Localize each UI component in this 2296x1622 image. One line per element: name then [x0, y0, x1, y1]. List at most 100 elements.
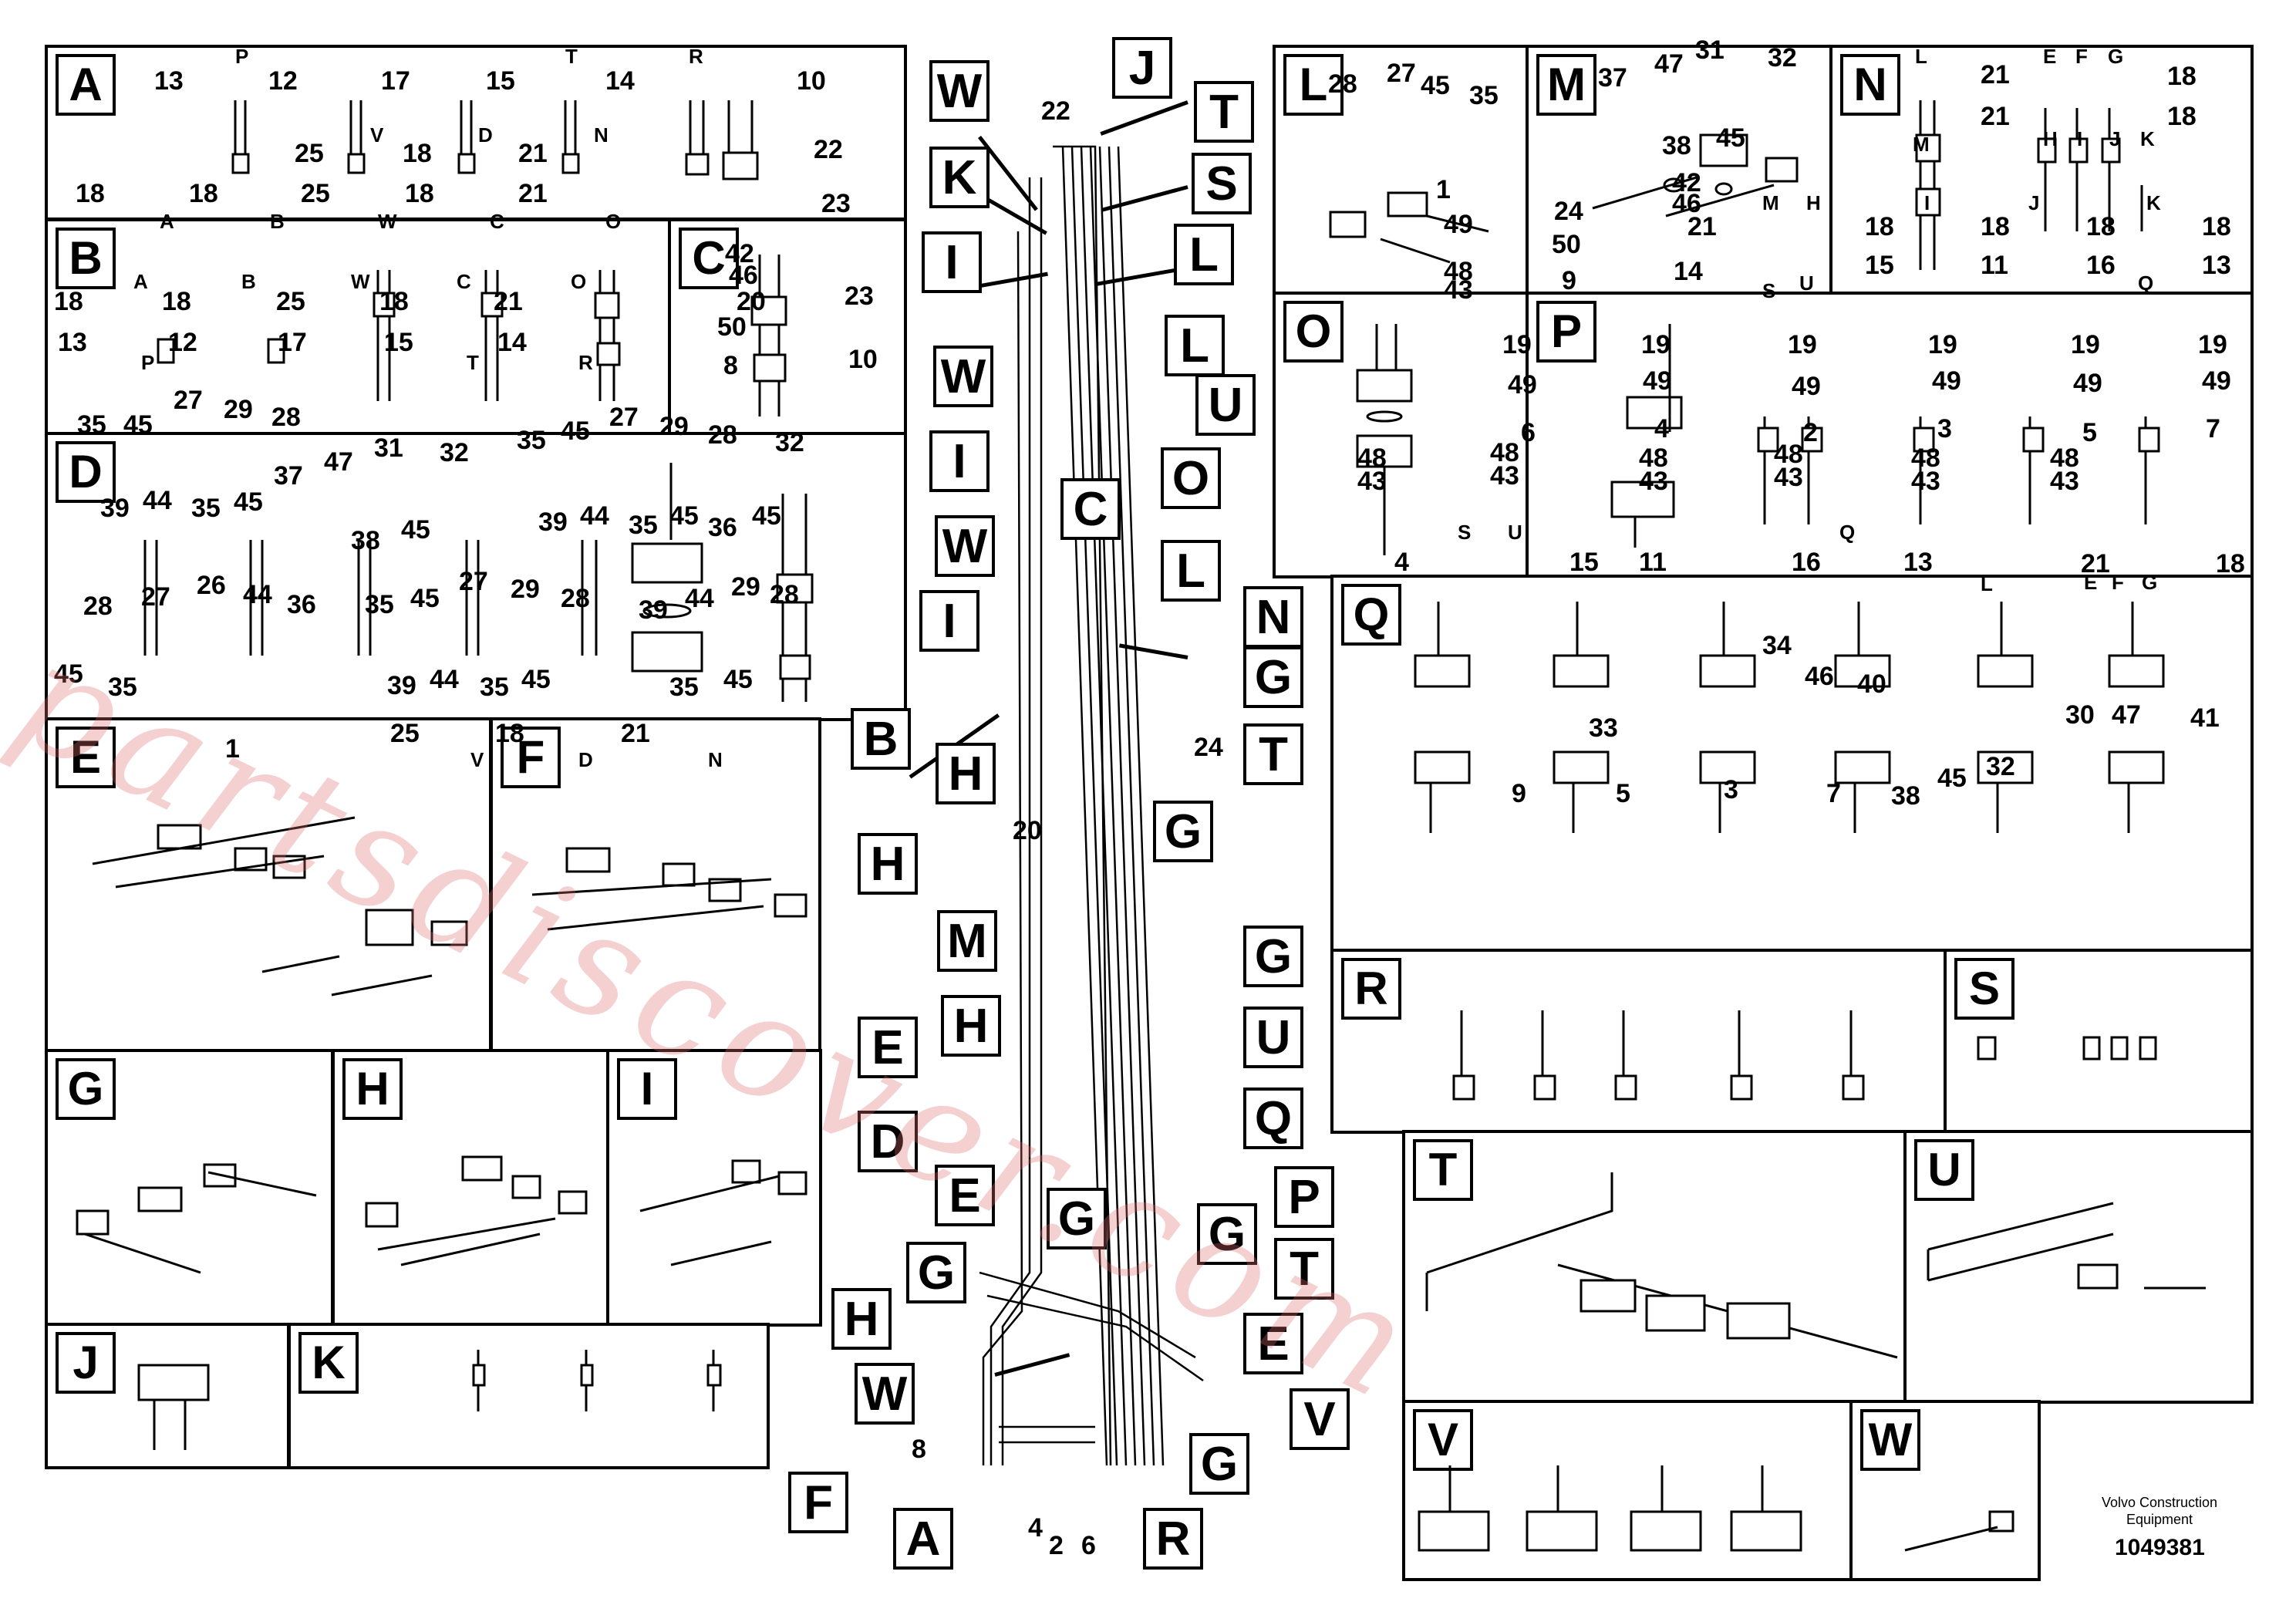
panel-J: J [45, 1323, 290, 1469]
part-number: 2 [1049, 1531, 1064, 1560]
center-callout: G [1189, 1433, 1249, 1495]
part-number: 39 [639, 595, 668, 625]
line-letter-label: T [467, 351, 479, 374]
panel-H: H [332, 1049, 609, 1327]
part-number: 22 [814, 135, 843, 164]
part-number: 28 [708, 420, 737, 450]
part-number: 18 [2086, 212, 2116, 241]
part-number: 32 [1768, 43, 1797, 73]
part-number: 45 [410, 584, 440, 613]
part-number: 45 [54, 659, 83, 689]
part-number: 24 [1194, 733, 1223, 762]
center-callout: G [906, 1242, 966, 1303]
line-letter-label: P [235, 45, 249, 68]
part-number: 7 [1826, 779, 1841, 808]
part-number: 19 [2198, 330, 2227, 359]
line-letter-label: S [1458, 521, 1472, 544]
part-number: 36 [287, 590, 316, 619]
part-number: 13 [2202, 251, 2231, 280]
center-callout: Q [1243, 1088, 1303, 1149]
center-callout: H [936, 743, 996, 804]
part-number: 44 [430, 665, 459, 694]
panel-letter: W [1860, 1409, 1920, 1471]
center-callout: G [1243, 646, 1303, 708]
panel-letter: V [1413, 1409, 1473, 1471]
part-number: 1 [1436, 175, 1451, 204]
panel-letter: T [1413, 1139, 1473, 1201]
part-number: 21 [1981, 102, 2010, 131]
panel-letter: B [56, 228, 116, 289]
part-number: 39 [100, 494, 130, 523]
center-callout: I [929, 430, 990, 492]
panel-letter: N [1840, 54, 1900, 116]
flange-fittings [1356, 100, 2165, 1101]
part-number: 10 [848, 345, 878, 374]
part-number: 18 [2216, 549, 2245, 578]
part-number: 19 [2071, 330, 2100, 359]
part-number: 18 [54, 287, 83, 316]
part-number: 49 [1932, 366, 1961, 396]
center-callout: G [1197, 1203, 1257, 1265]
part-number: 21 [1687, 212, 1717, 241]
part-number: 44 [580, 501, 609, 531]
part-number: 43 [1774, 463, 1803, 492]
part-number: 29 [224, 395, 253, 424]
line-letter-label: M [1913, 133, 1930, 156]
part-number: 32 [775, 428, 804, 457]
line-letter-label: A [160, 210, 174, 233]
part-number: 18 [162, 287, 191, 316]
part-number: 28 [770, 580, 799, 609]
part-number: 14 [497, 328, 527, 357]
part-number: 49 [1444, 210, 1473, 239]
part-number: 29 [659, 412, 689, 441]
part-number: 17 [278, 328, 307, 357]
part-number: 18 [2202, 212, 2231, 241]
line-letter-label: M [1762, 191, 1779, 214]
part-number: 19 [1502, 330, 1532, 359]
line-letter-label: B [270, 210, 285, 233]
part-number: 18 [379, 287, 409, 316]
center-callout: H [858, 833, 918, 895]
part-number: 18 [76, 179, 105, 208]
center-callout: N [1243, 586, 1303, 648]
line-letter-label: R [578, 351, 593, 374]
panel-O: O [1273, 292, 1529, 578]
part-number: 18 [2167, 102, 2197, 131]
part-number: 49 [1508, 370, 1537, 400]
part-number: 5 [1616, 779, 1630, 808]
part-number: 43 [1639, 467, 1668, 496]
part-number: 29 [731, 572, 760, 602]
part-number: 31 [374, 433, 403, 463]
part-number: 40 [1857, 669, 1886, 699]
line-letter-label: L [1915, 45, 1927, 68]
part-number: 43 [1911, 467, 1940, 496]
part-number: 6 [1521, 418, 1536, 447]
center-callout: E [858, 1017, 918, 1078]
part-number: 45 [561, 416, 590, 446]
panel-letter: H [342, 1058, 403, 1120]
part-number: 4 [1654, 414, 1669, 443]
part-number: 11 [1639, 548, 1667, 577]
panel-G: G [45, 1049, 334, 1327]
part-number: 21 [621, 719, 650, 748]
center-callout: G [1243, 926, 1303, 987]
center-callout: J [1112, 37, 1172, 99]
panel-letter: C [679, 228, 739, 289]
part-number: 41 [2190, 703, 2220, 733]
center-callout: H [831, 1288, 892, 1350]
part-number: 25 [295, 139, 324, 168]
part-number: 29 [511, 575, 540, 604]
line-letter-label: K [2146, 191, 2161, 214]
line-letter-label: V [470, 748, 484, 771]
part-number: 35 [629, 511, 658, 540]
part-number: 43 [2050, 467, 2079, 496]
part-number: 44 [685, 584, 714, 613]
panel-letter: J [56, 1332, 116, 1394]
part-number: 6 [1081, 1531, 1096, 1560]
center-callout: G [1153, 801, 1213, 862]
part-number: 33 [1589, 713, 1618, 743]
line-letter-label: F [2075, 45, 2088, 68]
part-number: 35 [1469, 81, 1499, 110]
panel-letter: M [1536, 54, 1596, 116]
part-number: 45 [1937, 764, 1967, 793]
